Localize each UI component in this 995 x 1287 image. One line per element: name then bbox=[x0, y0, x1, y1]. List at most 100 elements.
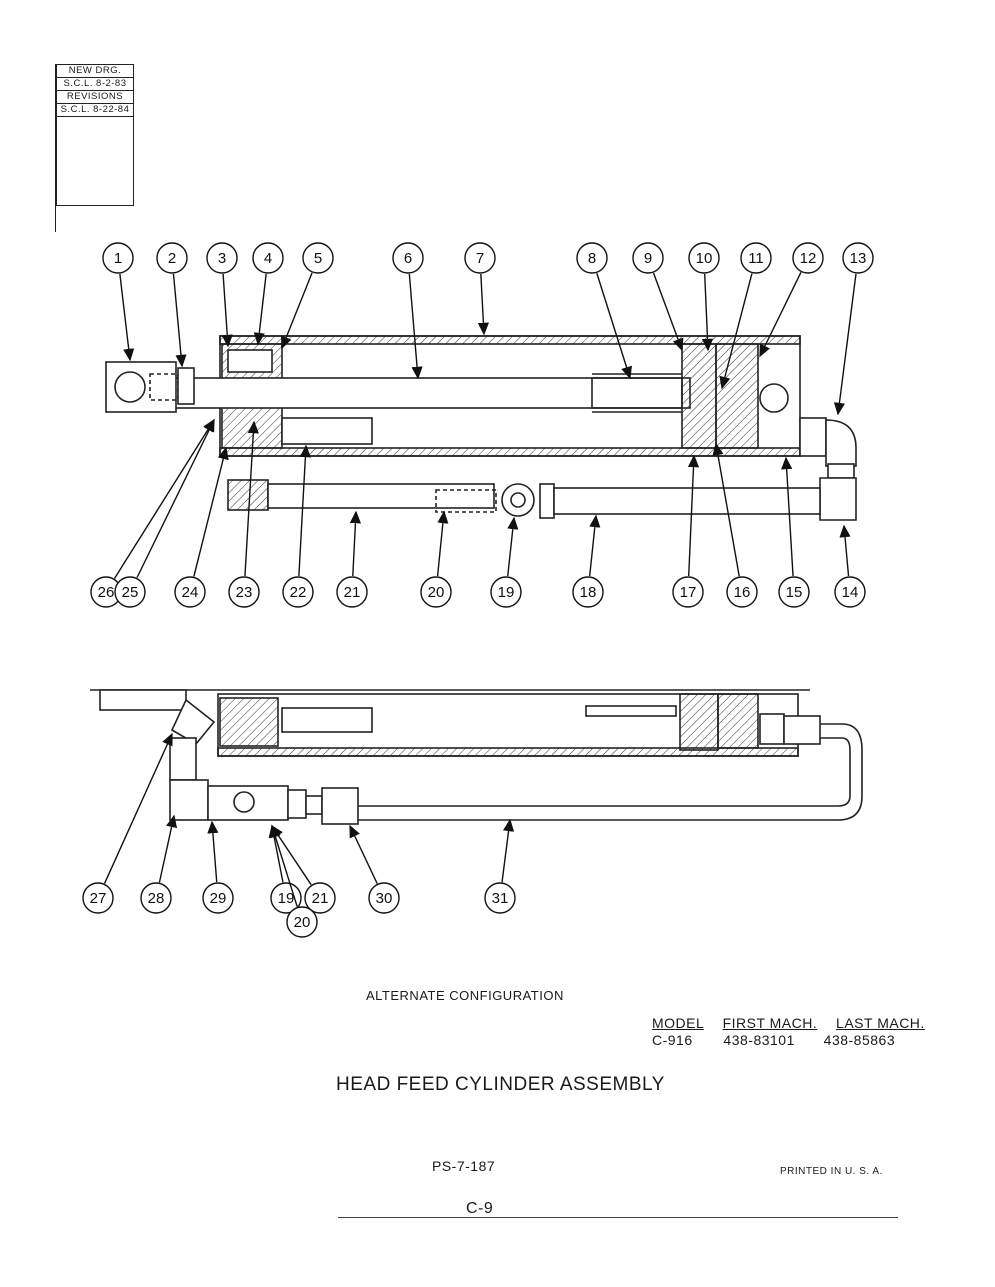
callout-circle bbox=[228, 576, 260, 608]
callout-number: 26 bbox=[98, 584, 115, 601]
lower-nut bbox=[783, 715, 821, 745]
alternate-label: ALTERNATE CONFIGURATION bbox=[366, 988, 564, 1003]
callout-number: 21 bbox=[344, 584, 361, 601]
hose-inner bbox=[358, 737, 851, 807]
callout-number: 25 bbox=[122, 584, 139, 601]
lower-gland bbox=[219, 697, 279, 747]
callout-number: 14 bbox=[842, 584, 859, 601]
return-tube-left bbox=[267, 483, 495, 509]
callout-number: 3 bbox=[218, 250, 226, 267]
callout-circle bbox=[740, 242, 772, 274]
callout-number: 20 bbox=[428, 584, 445, 601]
revision-blank bbox=[57, 116, 133, 205]
callout-number: 13 bbox=[850, 250, 867, 267]
callout-lower-27: 27 bbox=[82, 732, 173, 914]
leader-line bbox=[833, 273, 857, 416]
callout-top-4: 4 bbox=[252, 242, 284, 346]
callout-number: 10 bbox=[696, 250, 713, 267]
callout-circle bbox=[688, 242, 720, 274]
callout-bottom-23: 23 bbox=[228, 420, 260, 608]
piston bbox=[681, 343, 717, 449]
callout-bottom-25: 25 bbox=[114, 418, 215, 608]
callout-circle bbox=[834, 576, 866, 608]
leader-line bbox=[436, 510, 449, 577]
lower-inner-tube bbox=[281, 707, 373, 733]
callout-number: 5 bbox=[314, 250, 322, 267]
leader-line bbox=[588, 514, 601, 577]
leader-line bbox=[477, 273, 490, 336]
callout-top-13: 13 bbox=[833, 242, 874, 416]
callout-bottom-24: 24 bbox=[174, 446, 229, 608]
hose-outer bbox=[358, 723, 863, 821]
callout-number: 24 bbox=[182, 584, 199, 601]
leader-line bbox=[119, 273, 135, 362]
revision-block: NEW DRG. S.C.L. 8-2-83 REVISIONS S.C.L. … bbox=[56, 64, 134, 206]
callout-circle bbox=[206, 242, 238, 274]
callout-circle bbox=[302, 242, 334, 274]
leader-line bbox=[244, 420, 259, 577]
callout-top-3: 3 bbox=[206, 242, 238, 348]
printed-note: PRINTED IN U. S. A. bbox=[780, 1166, 883, 1177]
page-number: C-9 bbox=[466, 1200, 494, 1217]
callout-circle bbox=[174, 576, 206, 608]
callout-number: 18 bbox=[580, 584, 597, 601]
leader-line bbox=[596, 273, 632, 380]
callout-number: 2 bbox=[168, 250, 176, 267]
model-table: MODEL FIRST MACH. LAST MACH. bbox=[652, 1015, 925, 1031]
doc-number: PS-7-187 bbox=[432, 1158, 496, 1174]
callout-number: 16 bbox=[734, 584, 751, 601]
callout-number: 12 bbox=[800, 250, 817, 267]
nipple bbox=[827, 463, 855, 479]
leader-line bbox=[193, 446, 229, 577]
callout-circle bbox=[282, 576, 314, 608]
lower-tube-wall bbox=[217, 747, 799, 757]
lower-piston bbox=[679, 693, 719, 751]
tube-wall-top bbox=[219, 335, 801, 345]
callout-circle bbox=[778, 576, 810, 608]
callout-number: 20 bbox=[294, 914, 311, 931]
callout-number: 4 bbox=[264, 250, 272, 267]
model-value: C-916 bbox=[652, 1032, 693, 1048]
leader-line bbox=[839, 524, 851, 577]
callout-number: 29 bbox=[210, 890, 227, 907]
rod-eye bbox=[105, 361, 177, 413]
callout-circle bbox=[270, 882, 302, 914]
leader-line bbox=[687, 454, 700, 577]
callout-circle bbox=[392, 242, 424, 274]
leader-line bbox=[158, 814, 178, 883]
callout-number: 9 bbox=[644, 250, 652, 267]
leader-line bbox=[349, 510, 362, 577]
frame-line bbox=[55, 64, 56, 232]
lower-stop-tube bbox=[585, 705, 677, 717]
callout-circle bbox=[484, 882, 516, 914]
leader-line bbox=[507, 516, 519, 577]
lower-cylinder bbox=[90, 689, 863, 825]
tee-port bbox=[233, 791, 255, 813]
leader-line bbox=[253, 273, 267, 346]
callout-number: 22 bbox=[290, 584, 307, 601]
callout-top-9: 9 bbox=[632, 242, 684, 352]
callout-number: 27 bbox=[90, 890, 107, 907]
callout-bottom-19: 19 bbox=[490, 516, 522, 608]
footer-rule bbox=[338, 1217, 898, 1218]
nipple-hex bbox=[287, 789, 307, 819]
leader-line bbox=[349, 824, 378, 884]
revision-row: S.C.L. 8-22-84 bbox=[57, 103, 133, 116]
leader-line bbox=[113, 418, 215, 579]
callout-number: 15 bbox=[786, 584, 803, 601]
tee-fitting bbox=[501, 483, 535, 517]
leader-line bbox=[280, 272, 313, 350]
callout-circle bbox=[82, 882, 114, 914]
callout-bottom-20: 20 bbox=[420, 510, 452, 608]
elbow bbox=[825, 419, 857, 467]
callout-number: 19 bbox=[498, 584, 515, 601]
callout-bottom-17: 17 bbox=[672, 454, 704, 608]
leader-line bbox=[701, 273, 714, 352]
callout-number: 1 bbox=[114, 250, 122, 267]
piston-rod bbox=[169, 377, 691, 409]
leader-line bbox=[652, 272, 684, 352]
callout-number: 7 bbox=[476, 250, 484, 267]
filter-end bbox=[227, 479, 269, 511]
callout-number: 17 bbox=[680, 584, 697, 601]
